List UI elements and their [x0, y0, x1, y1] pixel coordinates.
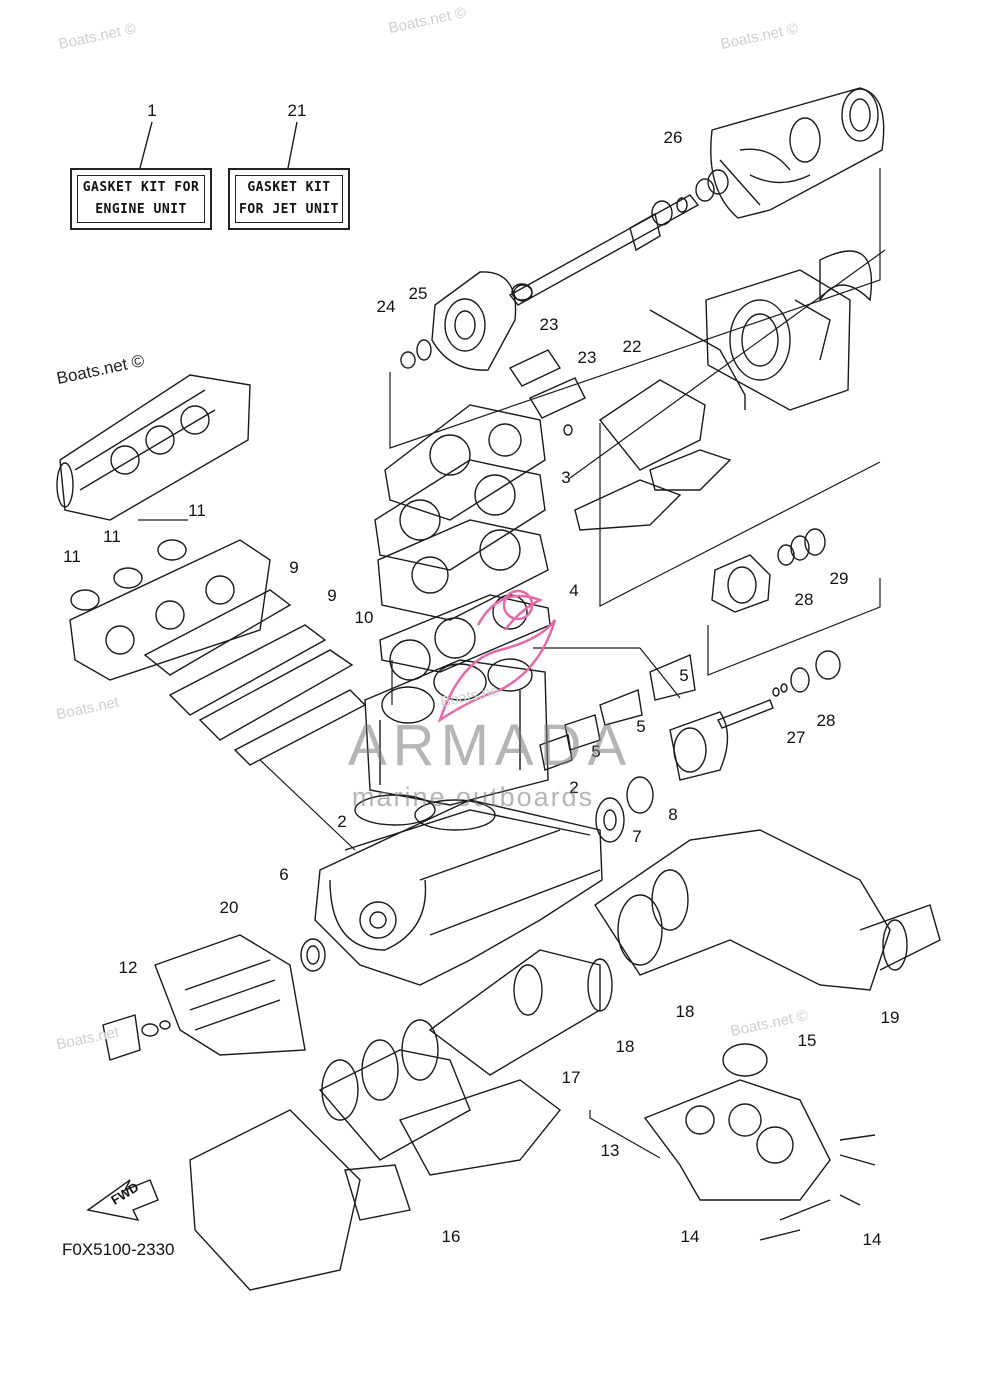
callout-2: 2	[337, 812, 347, 831]
callout-8: 8	[668, 805, 678, 824]
callout-kit-jet-number: 21	[287, 101, 307, 120]
callout-15: 15	[797, 1031, 817, 1050]
callout-7: 7	[632, 827, 642, 846]
intake-silencer	[56, 374, 251, 521]
bearing-housing	[400, 271, 586, 436]
callout-6: 6	[279, 865, 289, 884]
carburetor-assembly	[69, 539, 271, 681]
callout-23: 23	[539, 315, 559, 334]
cylinder-head	[374, 404, 549, 621]
callout-11: 11	[103, 527, 121, 546]
callout-22: 22	[622, 337, 642, 356]
kit-jet-box: GASKET KIT FOR JET UNIT	[228, 168, 350, 230]
callout-24: 24	[376, 297, 396, 316]
callout-23: 23	[577, 348, 597, 367]
callout-kit-engine-number: 1	[147, 101, 157, 120]
gasket-16	[344, 1164, 411, 1221]
brand-tagline: marine outboards	[352, 782, 595, 812]
intermediate-housing	[711, 528, 841, 697]
kit-jet-line2: FOR JET UNIT	[239, 202, 339, 217]
water-lock	[189, 1019, 561, 1291]
reference-frames	[138, 168, 886, 1159]
callout-4: 4	[569, 581, 579, 600]
callout-2: 2	[569, 778, 579, 797]
callout-28: 28	[816, 711, 836, 730]
exhaust-covers	[539, 653, 696, 771]
callout-11: 11	[188, 501, 206, 520]
callout-20: 20	[219, 898, 239, 917]
brand-name: ARMADA	[348, 713, 633, 778]
leader-kit-engine	[139, 121, 153, 169]
kit-engine-line2: ENGINE UNIT	[95, 202, 187, 217]
coupling	[595, 699, 774, 843]
jet-mount-bracket	[574, 309, 746, 531]
exhaust-manifold	[154, 934, 306, 1056]
callout-16: 16	[441, 1227, 461, 1246]
fwd-arrow	[86, 1179, 159, 1221]
leader-kit-jet	[287, 121, 298, 169]
head-gasket	[379, 594, 551, 681]
oil-seal	[300, 938, 326, 972]
cylinder-block	[364, 658, 549, 806]
callout-11: 11	[63, 547, 81, 566]
callout-5: 5	[636, 717, 646, 736]
callout-17: 17	[561, 1068, 581, 1087]
callout-25: 25	[408, 284, 428, 303]
thermostat	[102, 1014, 171, 1061]
impeller-housing	[705, 250, 873, 411]
callout-9: 9	[327, 586, 337, 605]
jet-pump-housing	[710, 87, 885, 219]
drive-shaft	[508, 169, 729, 306]
crankcase	[314, 794, 603, 986]
exhaust-chamber	[428, 829, 941, 1076]
callout-28: 28	[794, 590, 814, 609]
callout-5: 5	[591, 742, 601, 761]
callout-3: 3	[561, 468, 571, 487]
callout-19: 19	[880, 1008, 900, 1027]
callout-29: 29	[829, 569, 849, 588]
callout-13: 13	[600, 1141, 620, 1160]
callout-26: 26	[663, 128, 683, 147]
exhaust-outlet	[643, 1043, 876, 1241]
callout-18: 18	[675, 1002, 695, 1021]
callout-14: 14	[680, 1227, 700, 1246]
callout-9: 9	[289, 558, 299, 577]
callout-12: 12	[118, 958, 138, 977]
callout-18: 18	[615, 1037, 635, 1056]
kit-jet-line1: GASKET KIT	[247, 180, 331, 195]
callout-5: 5	[679, 666, 689, 685]
manifold-gaskets	[143, 589, 367, 766]
callout-27: 27	[786, 728, 806, 747]
callout-10: 10	[354, 608, 374, 627]
kit-engine-box: GASKET KIT FOR ENGINE UNIT	[70, 168, 212, 230]
callout-14: 14	[862, 1230, 882, 1249]
armada-logo-wave	[437, 589, 557, 724]
kit-engine-line1: GASKET KIT FOR	[82, 180, 200, 195]
diagram-code: F0X5100-2330	[62, 1240, 175, 1259]
